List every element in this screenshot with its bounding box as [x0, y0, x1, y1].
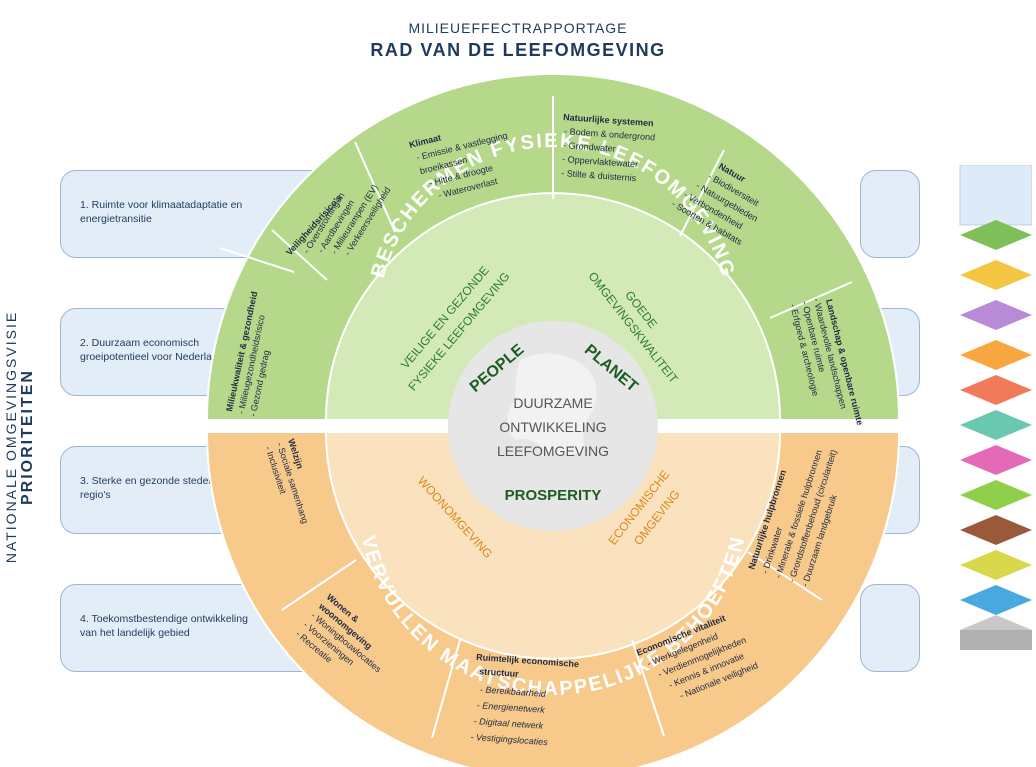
layer-11: [960, 585, 1032, 615]
svg-text:structuur: structuur: [479, 666, 520, 679]
layer-8: [960, 480, 1032, 510]
layer-6: [960, 410, 1032, 440]
diagram-title: RAD VAN DE LEEFOMGEVING: [370, 40, 666, 60]
layer-4: [960, 340, 1032, 370]
svg-text:- Bereikbaarheid: - Bereikbaarheid: [480, 684, 548, 699]
priority-box-1-right: [860, 170, 920, 258]
priority-text-4: 4. Toekomstbestendige ontwikkeling van h…: [80, 613, 248, 639]
center-line1: DUURZAME: [513, 395, 592, 411]
priority-text-2: 2. Duurzaam economisch groeipotentieel v…: [80, 337, 224, 363]
svg-text:- Digitaal netwerk: - Digitaal netwerk: [473, 716, 544, 731]
svg-text:- Grondwater: - Grondwater: [563, 140, 616, 154]
layer-1: [960, 220, 1032, 250]
bottom-half-inner: [324, 431, 782, 660]
layer-5: [960, 375, 1032, 405]
svg-text:- Energienetwerk: - Energienetwerk: [477, 700, 546, 715]
diagram-subtitle: MILIEUEFFECTRAPPORTAGE: [408, 20, 628, 36]
netherlands-map-shape: [507, 353, 597, 455]
priority-box-4-right: [860, 584, 920, 672]
priority-text-1: 1. Ruimte voor klimaatadaptatie en energ…: [80, 199, 243, 225]
center-line2: ONTWIKKELING: [499, 419, 606, 435]
layer-9: [960, 515, 1032, 545]
center-prosperity: PROSPERITY: [505, 487, 602, 504]
sky-layer: [959, 165, 1032, 226]
layer-3: [960, 300, 1032, 330]
layer-10: [960, 550, 1032, 580]
priority-text-3: 3. Sterke en gezonde steden en regio's: [80, 475, 229, 501]
layer-2: [960, 260, 1032, 290]
layered-landscape-illustration: [959, 165, 1032, 650]
top-half-inner: [324, 192, 782, 421]
base-layer: [960, 630, 1032, 650]
center-line3: LEEFOMGEVING: [497, 443, 609, 459]
layer-7: [960, 445, 1032, 475]
